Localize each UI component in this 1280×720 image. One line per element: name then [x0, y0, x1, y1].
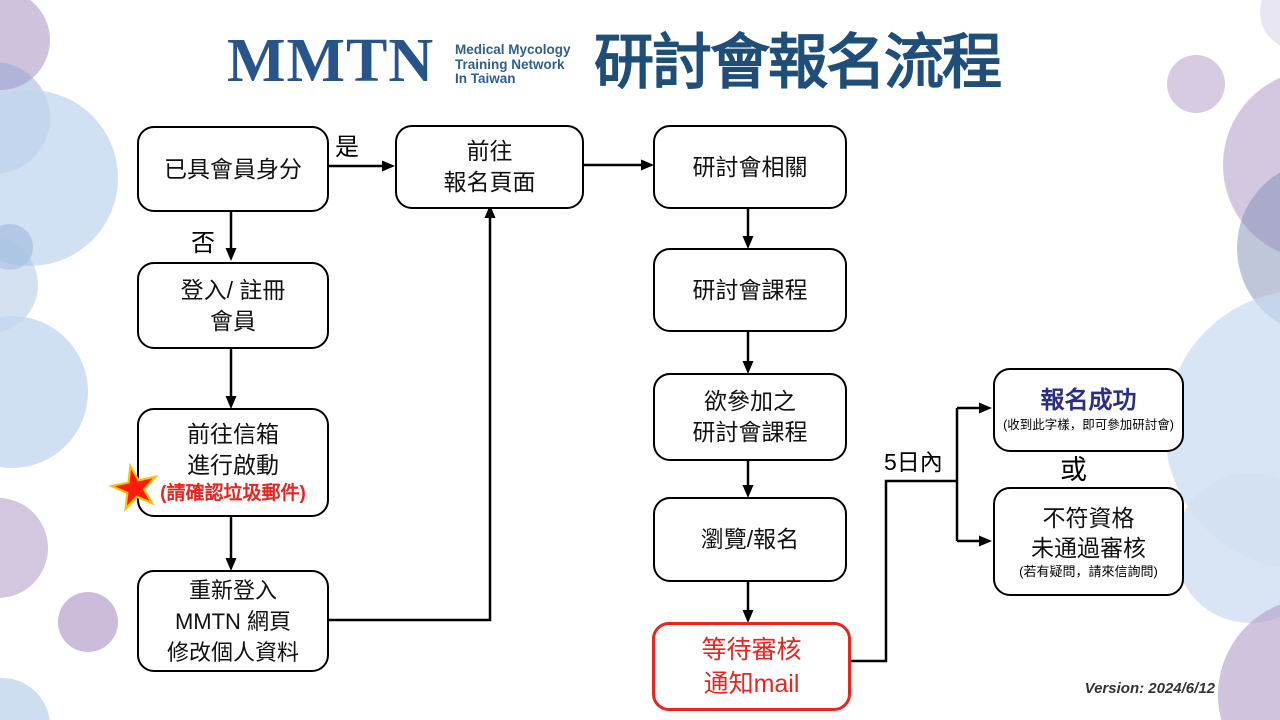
node-label: 未通過審核 — [1031, 534, 1146, 561]
node-label: 前往信箱 — [187, 420, 279, 447]
version-text: Version: 2024/6/12 — [1084, 680, 1215, 697]
node-goto-registration-page: 前往 報名頁面 — [395, 125, 584, 209]
node-label: 修改個人資料 — [166, 639, 299, 665]
spam-check-note: (請確認垃圾郵件) — [160, 482, 306, 504]
node-not-qualified: 不符資格 未通過審核 (若有疑問，請來信詢問) — [993, 487, 1184, 596]
node-label: 登入/ 註冊 — [180, 276, 286, 303]
node-mailbox-activate: 前往信箱 進行啟動 (請確認垃圾郵件) — [137, 408, 329, 517]
node-label: 已具會員身分 — [164, 155, 302, 182]
logo-subtitle-line1: Medical Mycology — [455, 42, 571, 57]
decorative-circle — [58, 592, 118, 652]
node-relogin-edit-profile: 重新登入 MMTN 網頁 修改個人資料 — [137, 570, 329, 672]
node-label: 進行啟動 — [187, 451, 279, 478]
label-within-5-days: 5日內 — [884, 449, 943, 475]
node-label: 欲參加之 — [704, 388, 796, 414]
node-label: 報名頁面 — [443, 169, 536, 195]
fail-note: (若有疑問，請來信詢問) — [1019, 563, 1158, 579]
label-no: 否 — [191, 230, 215, 257]
node-seminar-related: 研討會相關 — [653, 125, 847, 209]
label-or: 或 — [1060, 455, 1087, 485]
node-label: 研討會課程 — [692, 419, 808, 445]
node-wait-review-mail: 等待審核 通知mail — [652, 622, 851, 711]
decorative-circle — [1167, 55, 1225, 113]
node-browse-register: 瀏覽/報名 — [653, 497, 847, 582]
node-member-status: 已具會員身分 — [137, 126, 329, 212]
node-label: 重新登入 — [188, 577, 277, 603]
mmtn-logo: MMTN — [227, 27, 435, 95]
success-note: (收到此字樣，即可參加研討會) — [1003, 418, 1174, 432]
arrow-relogin-to-goto — [325, 205, 496, 622]
node-label: 前往 — [466, 138, 513, 164]
node-login-register: 登入/ 註冊 會員 — [137, 262, 329, 349]
node-label: 等待審核 — [701, 635, 802, 664]
logo-subtitle-line2: Training Network — [455, 56, 565, 72]
mmtn-logo-subtitle: Medical Mycology Training Network In Tai… — [455, 42, 571, 87]
success-title: 報名成功 — [1040, 387, 1137, 414]
node-label: MMTN 網頁 — [174, 608, 292, 634]
node-label: 研討會相關 — [692, 153, 808, 180]
page-title: 研討會報名流程 — [594, 29, 1002, 96]
node-label: 通知mail — [703, 669, 800, 698]
node-label: 研討會課程 — [692, 276, 808, 303]
node-target-course: 欲參加之 研討會課程 — [653, 373, 847, 461]
logo-subtitle-line3: In Taiwan — [455, 71, 516, 86]
label-yes: 是 — [335, 134, 359, 161]
node-registration-success: 報名成功 (收到此字樣，即可參加研討會) — [993, 368, 1184, 452]
node-label: 會員 — [210, 307, 256, 334]
node-label: 不符資格 — [1042, 504, 1135, 531]
connector-wait-to-branch — [845, 479, 957, 663]
node-label: 瀏覽/報名 — [700, 526, 800, 552]
node-seminar-course: 研討會課程 — [653, 248, 847, 332]
